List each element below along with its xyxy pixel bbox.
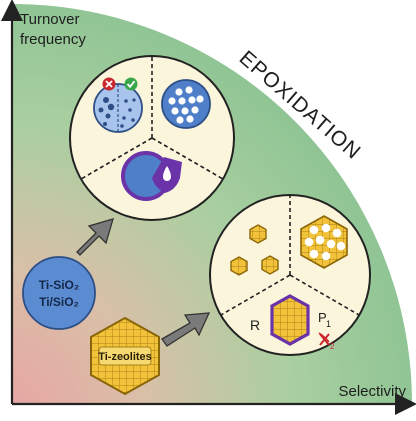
blocked-product-icon xyxy=(318,332,330,346)
zeolite-badge: Ti-zeolites xyxy=(90,316,160,396)
silica-badge: Ti-SiO₂ Ti/SiO₂ xyxy=(22,256,96,330)
mesoporous-sphere xyxy=(161,79,211,129)
small-zeolite-crystals xyxy=(230,224,279,276)
reactant-label: R xyxy=(250,317,260,333)
product-label: P xyxy=(318,310,327,325)
product-subscript: 1 xyxy=(326,319,331,329)
accept-icon xyxy=(124,77,138,91)
hydrophobic-coated-sphere xyxy=(121,151,182,201)
arrow-silica-to-detail xyxy=(76,218,114,256)
zeolite-detail-circle: R P 1 2 xyxy=(209,194,371,356)
reject-icon xyxy=(102,77,116,91)
epoxidation-region xyxy=(12,4,412,404)
zeolite-badge-label: Ti-zeolites xyxy=(98,351,152,363)
x-axis-label: Selectivity xyxy=(338,383,406,400)
arrow-zeolite-to-detail xyxy=(161,312,211,347)
silica-badge-line2: Ti/SiO₂ xyxy=(39,295,79,309)
silica-badge-line1: Ti-SiO₂ xyxy=(39,278,79,292)
blocked-product-subscript: 2 xyxy=(330,342,335,351)
dispersed-sites-sphere xyxy=(93,83,143,133)
silica-detail-circle xyxy=(69,55,235,221)
shape-selective-crystal xyxy=(270,294,310,346)
y-axis-label-line1: Turnover xyxy=(20,11,79,28)
hierarchical-zeolite-crystal xyxy=(300,215,348,269)
y-axis-label-line2: frequency xyxy=(20,31,86,48)
